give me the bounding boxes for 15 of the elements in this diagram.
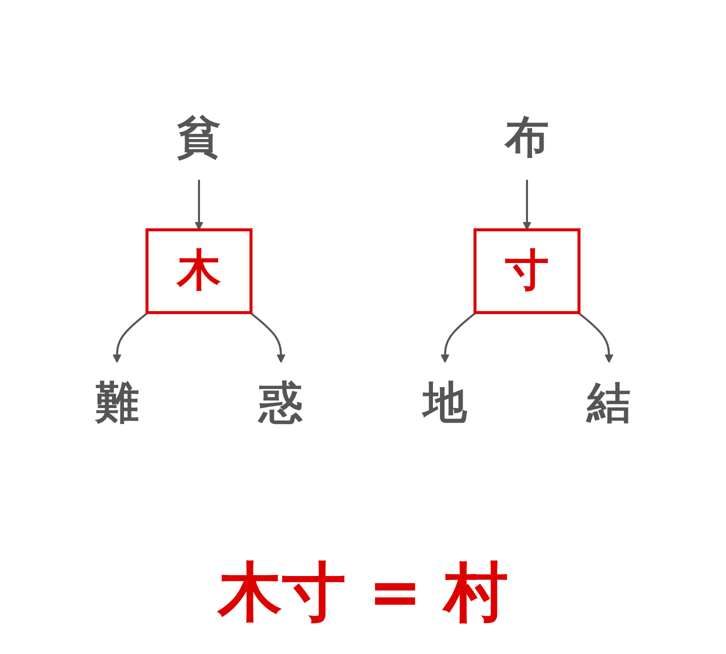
node-text: 布 [505, 112, 549, 164]
node-text: 結 [587, 378, 631, 429]
node-box: 木 [146, 228, 252, 314]
node-text: 貧 [177, 112, 221, 164]
equation-text: 木寸 = 村 [218, 555, 508, 632]
arrow [250, 312, 286, 364]
node-text: 地 [423, 378, 467, 429]
arrow [440, 312, 476, 364]
arrow [194, 180, 204, 230]
arrow [112, 312, 148, 364]
node-text: 惑 [259, 378, 303, 429]
arrow [522, 180, 532, 230]
node-box: 寸 [474, 228, 580, 314]
arrow [578, 312, 614, 364]
node-text: 難 [95, 378, 139, 429]
